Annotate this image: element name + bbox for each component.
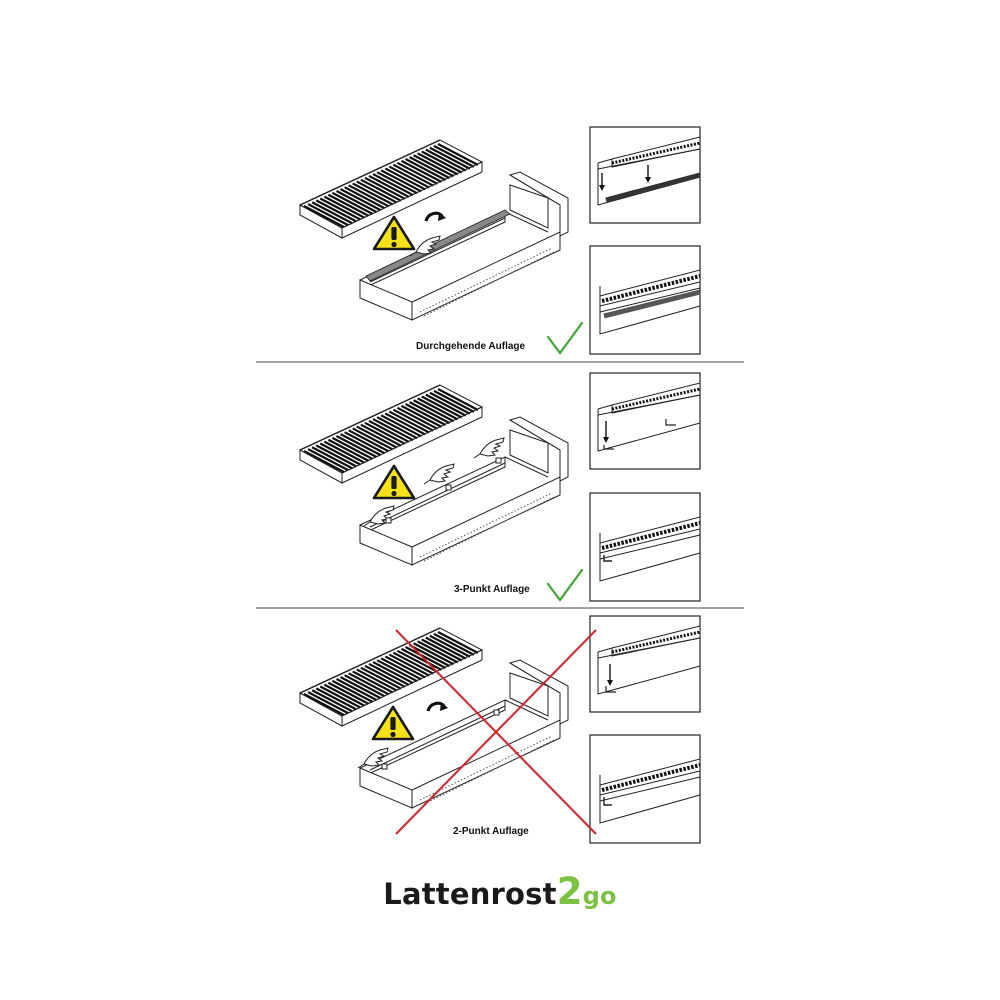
bracket-icon [385, 517, 392, 524]
detail-view-top [588, 614, 702, 714]
panel-label: 3-Punkt Auflage [454, 584, 530, 595]
detail-view-bottom [588, 491, 702, 603]
cross-icon [395, 629, 597, 835]
detail-view-bottom [588, 733, 702, 845]
brand-logo: Lattenrost2go [0, 870, 1000, 913]
bracket-icon [445, 484, 452, 491]
check-icon [546, 568, 584, 602]
curved-arrow-icon [426, 700, 450, 713]
support-rail [365, 209, 511, 282]
logo-text: Lattenrost [383, 877, 557, 911]
bracket-icon [493, 709, 500, 716]
warning-icon [372, 464, 416, 500]
logo-number: 2 [556, 870, 583, 913]
curved-arrow-icon [424, 210, 448, 223]
detail-view-bottom [588, 244, 702, 356]
warning-icon [372, 215, 416, 251]
panel-two-point-support: 2-Punkt Auflage [298, 614, 702, 845]
panel-label: 2-Punkt Auflage [453, 826, 529, 837]
bracket-icon [381, 763, 388, 770]
hand-icon [473, 437, 505, 459]
panel-three-point-support: 3-Punkt Auflage [298, 371, 702, 603]
panel-label: Durchgehende Auflage [416, 341, 526, 352]
logo-suffix: go [582, 882, 617, 910]
panel-continuous-support: Durchgehende Auflage [298, 125, 702, 356]
bracket-icon [495, 457, 502, 464]
detail-view-top [588, 125, 702, 225]
hand-icon [423, 463, 455, 485]
check-icon [546, 321, 584, 355]
warning-icon [371, 705, 415, 741]
detail-view-top [588, 371, 702, 471]
slatted-frame-illustration [298, 383, 484, 485]
